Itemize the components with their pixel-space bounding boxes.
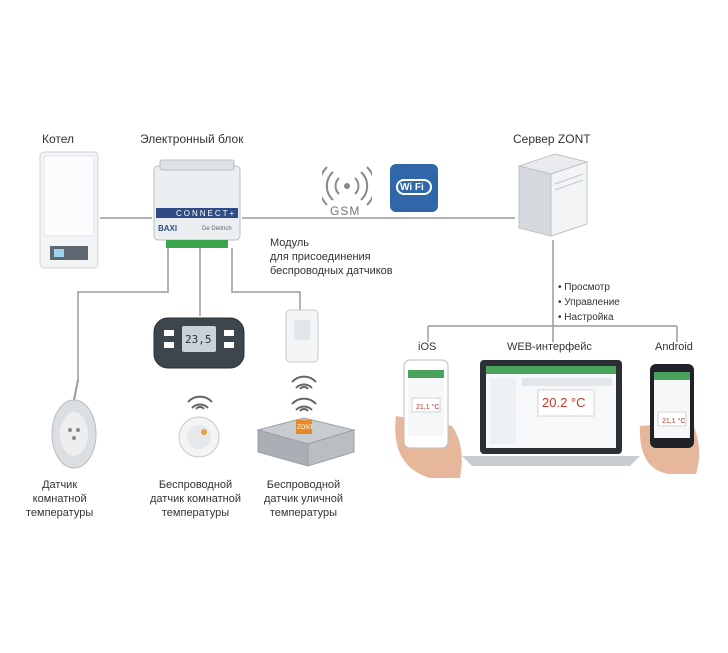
wave-icon: [290, 372, 318, 390]
wifi-text: Wi Fi: [400, 182, 424, 193]
block-brand-text: CONNECT+: [176, 209, 237, 218]
room-sensor-image: [44, 379, 114, 472]
server-image: [515, 152, 591, 238]
wave-icon: [186, 392, 214, 410]
laptop-temp: 20.2 °C: [542, 395, 586, 410]
action-settings: Настройка: [558, 310, 620, 325]
room-sensor-label: Датчик комнатной температуры: [26, 479, 94, 519]
action-view: Просмотр: [558, 280, 620, 295]
gsm-label: GSM: [330, 204, 361, 218]
server-actions-list: Просмотр Управление Настройка: [558, 280, 620, 325]
action-control: Управление: [558, 295, 620, 310]
ios-temp: 21,1 °C: [416, 404, 440, 411]
wireless-outdoor-sensor-label: Беспроводной датчик уличной температуры: [264, 479, 343, 519]
thermostat-display: 23,5: [185, 333, 212, 346]
wireless-room-sensor-image: [176, 414, 222, 460]
control-block-label: Электронный блок: [140, 132, 244, 146]
web-label: WEB-интерфейс: [507, 341, 592, 353]
wave-icon: [290, 394, 318, 412]
wireless-room-sensor-label: Беспроводной датчик комнатной температур…: [150, 479, 242, 519]
control-block-image: CONNECT+ BAXI De Dietrich: [152, 158, 242, 248]
wireless-module-label: Модуль для присоединения беспроводных да…: [270, 237, 393, 277]
boiler-image: [38, 150, 100, 270]
wireless-outdoor-sensor-image: ZONT: [252, 414, 358, 470]
thermostat-panel-image: 23,5: [152, 316, 246, 372]
wireless-module-image: [284, 308, 320, 364]
module-zont-text: ZONT: [297, 425, 314, 431]
android-temp: 21,1 °C: [662, 418, 686, 425]
block-sub-text: De Dietrich: [202, 226, 232, 232]
ios-label: iOS: [418, 341, 437, 353]
android-label: Android: [655, 341, 693, 353]
laptop-image: 20.2 °C: [462, 358, 640, 468]
boiler-label: Котел: [42, 132, 75, 146]
server-label: Сервер ZONT: [513, 132, 591, 146]
wifi-icon: Wi Fi: [390, 164, 438, 212]
block-logo-text: BAXI: [158, 224, 178, 233]
ios-phone-image: 21,1 °C: [390, 356, 466, 480]
android-phone-image: 21,1 °C: [636, 356, 706, 476]
